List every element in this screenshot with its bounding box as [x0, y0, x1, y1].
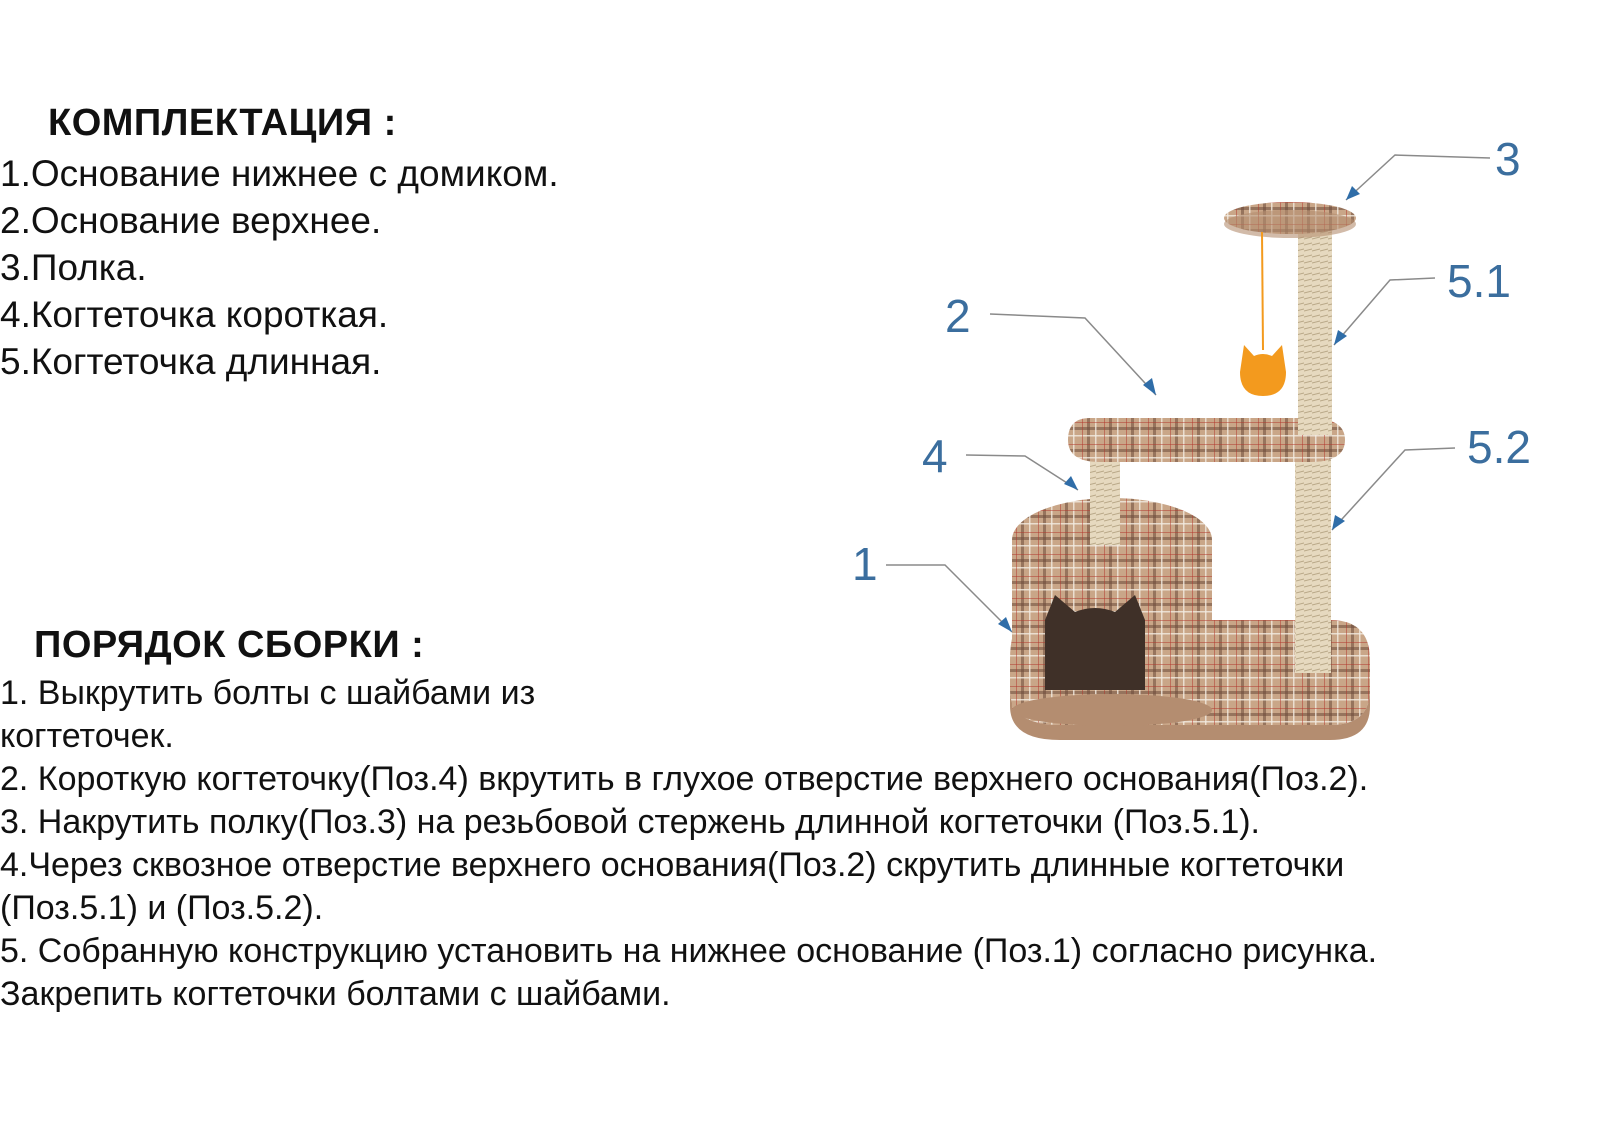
assembly-steps: 1. Выкрутить болты с шайбами из когтеточ… [0, 672, 1377, 1016]
middle-shelf [1068, 418, 1345, 462]
callout-1: 1 [852, 538, 878, 590]
kit-heading: КОМПЛЕКТАЦИЯ : [48, 102, 397, 144]
leader-lines [886, 154, 1491, 633]
kit-item: 4.Когтеточка короткая. [0, 294, 389, 335]
kit-item: 3.Полка. [0, 247, 147, 288]
assembly-line: когтеточек. [0, 717, 174, 755]
assembly-line: 1. Выкрутить болты с шайбами из [0, 674, 536, 712]
assembly-line: (Поз.5.1) и (Поз.5.2). [0, 889, 324, 927]
assembly-line: 4.Через сквозное отверстие верхнего осно… [0, 846, 1345, 884]
cat-tree-illustration [886, 154, 1491, 740]
short-post [1090, 455, 1120, 545]
kit-item: 2.Основание верхнее. [0, 200, 382, 241]
kit-item: 1.Основание нижнее с домиком. [0, 153, 559, 194]
callout-2: 2 [945, 290, 971, 342]
callout-3: 3 [1495, 133, 1521, 185]
leader-arrowheads [998, 186, 1360, 632]
assembly-heading: ПОРЯДОК СБОРКИ : [34, 624, 425, 666]
kit-list: 1.Основание нижнее с домиком. 2.Основани… [0, 150, 559, 385]
kit-item: 5.Когтеточка длинная. [0, 341, 382, 382]
long-post-upper [1298, 225, 1332, 435]
callout-5-1: 5.1 [1447, 255, 1511, 307]
assembly-line: 3. Накрутить полку(Поз.3) на резьбовой с… [0, 803, 1260, 841]
hanging-toy [1240, 231, 1286, 396]
long-post-lower [1295, 448, 1331, 673]
top-shelf [1224, 202, 1356, 238]
callout-5-2: 5.2 [1467, 421, 1531, 473]
callout-4: 4 [922, 430, 948, 482]
assembly-line: 2. Короткую когтеточку(Поз.4) вкрутить в… [0, 760, 1369, 798]
assembly-line: 5. Собранную конструкцию установить на н… [0, 932, 1378, 970]
assembly-line: Закрепить когтеточки болтами с шайбами. [0, 975, 671, 1013]
